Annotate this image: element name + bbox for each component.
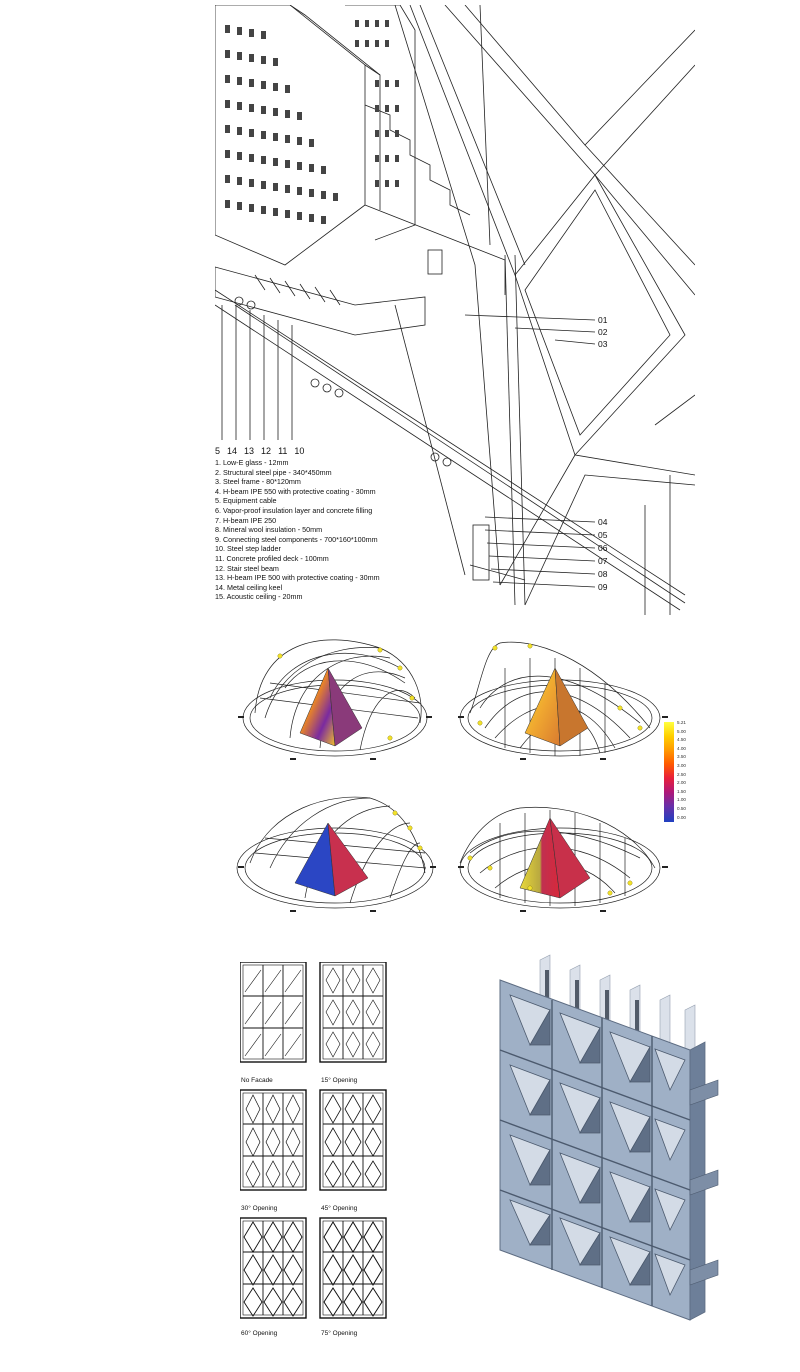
- legend-item: 12. Stair steel beam: [215, 563, 279, 573]
- facade-60-opening: [240, 1217, 307, 1319]
- pyramid-bottom-right: [519, 817, 591, 899]
- facade-opening-studies: [240, 962, 387, 1319]
- dome-bottom-right: [459, 806, 661, 909]
- legend-item: 13. H-beam IPE 500 with protective coati…: [215, 573, 380, 583]
- callout-bottom: 12: [261, 446, 272, 456]
- caption-no-facade: No Facade: [241, 1077, 273, 1084]
- caption-75-opening: 75° Opening: [321, 1330, 358, 1337]
- legend-item: 10. Steel step ladder: [215, 544, 281, 554]
- callout-01: 01: [598, 315, 608, 325]
- color-scale-legend: 5.21 5.00 4.50 4.00 3.50 3.00 2.50 2.00 …: [664, 720, 704, 822]
- legend-item: 4. H-beam IPE 550 with protective coatin…: [215, 486, 376, 496]
- legend-item: 11. Concrete profiled deck - 100mm: [215, 553, 329, 563]
- callout-bottom: 13: [244, 446, 255, 456]
- caption-15-opening: 15° Opening: [321, 1077, 358, 1084]
- scale-tick: 4.50: [677, 737, 686, 743]
- facade-15-opening: [319, 962, 387, 1063]
- legend-item: 14. Metal ceiling keel: [215, 582, 283, 592]
- callout-02: 02: [598, 327, 608, 337]
- legend-item: 2. Structural steel pipe - 340*450mm: [215, 467, 332, 477]
- legend-item: 15. Acoustic ceiling - 20mm: [215, 592, 303, 602]
- color-scale-bar: [664, 722, 674, 822]
- scale-tick: 1.00: [677, 797, 686, 803]
- callout-07: 07: [598, 556, 608, 566]
- callout-08: 08: [598, 569, 608, 579]
- legend-item: 5. Equipment cable: [215, 496, 277, 506]
- detail-axonometric-drawing: 01 02 03 04 05 06 07 08 09: [215, 5, 695, 615]
- scale-tick: 3.50: [677, 754, 686, 760]
- callout-bottom: 5: [215, 446, 221, 456]
- pyramid-top-left: [299, 667, 363, 747]
- facade-45-opening: [319, 1089, 387, 1191]
- caption-60-opening: 60° Opening: [241, 1330, 278, 1337]
- legend-item: 6. Vapor-proof insulation layer and conc…: [215, 505, 373, 515]
- callout-bottom: 10: [294, 446, 305, 456]
- scale-tick: 2.00: [677, 780, 686, 786]
- caption-30-opening: 30° Opening: [241, 1205, 278, 1212]
- scale-tick: 3.00: [677, 762, 686, 768]
- callout-03: 03: [598, 339, 608, 349]
- scale-tick: 0.00: [677, 814, 686, 820]
- facade-75-opening: [319, 1217, 387, 1319]
- dome-analysis-diagrams: [236, 639, 668, 912]
- scale-tick: 5.00: [677, 728, 686, 734]
- legend-item: 1. Low-E glass - 12mm: [215, 458, 289, 467]
- facade-30-opening: [240, 1089, 307, 1191]
- legend-item: 8. Mineral wool insulation - 50mm: [215, 525, 323, 535]
- scale-tick: 0.50: [677, 805, 686, 811]
- scale-tick: 2.50: [677, 771, 686, 777]
- legend-item: 9. Connecting steel components - 700*160…: [215, 534, 378, 544]
- callout-09: 09: [598, 582, 608, 592]
- scale-tick: 5.21: [677, 720, 686, 725]
- facade-module-render: [499, 954, 719, 1321]
- pyramid-bottom-left: [294, 822, 369, 897]
- pyramid-top-right: [524, 667, 589, 747]
- facade-no-opening: [240, 962, 307, 1063]
- scale-tick: 4.00: [677, 745, 686, 751]
- caption-45-opening: 45° Opening: [321, 1205, 358, 1212]
- scale-tick: 1.50: [677, 788, 686, 794]
- legend-item: 7. H-beam IPE 250: [215, 515, 277, 525]
- callout-06: 06: [598, 543, 608, 553]
- callout-05: 05: [598, 530, 608, 540]
- bottom-callouts: 5 14 13 12 11 10: [215, 446, 311, 456]
- component-legend: 1. Low-E glass - 12mm 2. Structural stee…: [215, 458, 415, 602]
- callout-04: 04: [598, 517, 608, 527]
- callout-bottom: 14: [227, 446, 238, 456]
- callout-bottom: 11: [278, 446, 288, 456]
- legend-item: 3. Steel frame - 80*120mm: [215, 477, 301, 487]
